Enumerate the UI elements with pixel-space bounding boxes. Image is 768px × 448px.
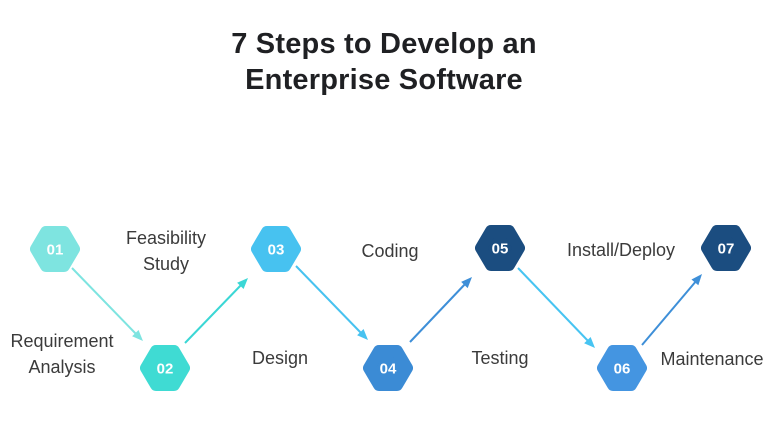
- label-design: Design: [251, 348, 309, 368]
- step-badge-05: 05: [475, 225, 525, 271]
- label-maintenance: Maintenance: [660, 349, 764, 369]
- arrowhead-icon: [132, 329, 143, 341]
- step-badge-04: 04: [363, 345, 413, 391]
- arrow-step2-step3: [184, 278, 248, 344]
- arrow-step1-step2: [71, 267, 143, 341]
- step-badge-06: 06: [597, 345, 647, 391]
- step-number: 01: [47, 242, 64, 259]
- page-title-line1: 7 Steps to Develop an: [231, 28, 537, 60]
- hexagon-shape: [363, 345, 413, 391]
- arrowhead-icon: [237, 278, 248, 290]
- arrowhead-icon: [584, 336, 595, 348]
- hexagon-shape: [597, 345, 647, 391]
- step-number: 05: [492, 241, 509, 258]
- label-requirement-analysis: Requirement Analysis: [10, 331, 114, 377]
- hexagon-shape: [251, 226, 301, 272]
- label-testing: Testing: [471, 348, 529, 368]
- hexagon-shape: [140, 345, 190, 391]
- arrow-step4-step5: [409, 277, 472, 343]
- step-badge-07: 07: [701, 225, 751, 271]
- label-coding: Coding: [361, 241, 419, 261]
- hexagon-shape: [30, 226, 80, 272]
- step-number: 07: [718, 241, 735, 258]
- step-badge-01: 01: [30, 226, 80, 272]
- label-install-deploy: Install/Deploy: [566, 240, 676, 260]
- page-title-line2: Enterprise Software: [245, 64, 523, 96]
- page-title: 7 Steps to Develop an Enterprise Softwar…: [0, 26, 768, 98]
- arrow-step6-step7: [641, 274, 702, 346]
- arrowhead-icon: [691, 274, 702, 286]
- step-badge-02: 02: [140, 345, 190, 391]
- hexagon-shape: [701, 225, 751, 271]
- label-feasibility-study: Feasibility Study: [125, 228, 207, 274]
- step-number: 03: [268, 242, 285, 259]
- arrowhead-icon: [461, 277, 472, 289]
- hexagon-shape: [475, 225, 525, 271]
- arrow-step3-step4: [295, 265, 368, 340]
- step-number: 02: [157, 361, 174, 378]
- step-number: 04: [380, 361, 397, 378]
- step-badge-03: 03: [251, 226, 301, 272]
- arrowhead-icon: [357, 328, 368, 340]
- arrow-step5-step6: [517, 267, 595, 348]
- step-number: 06: [614, 361, 631, 378]
